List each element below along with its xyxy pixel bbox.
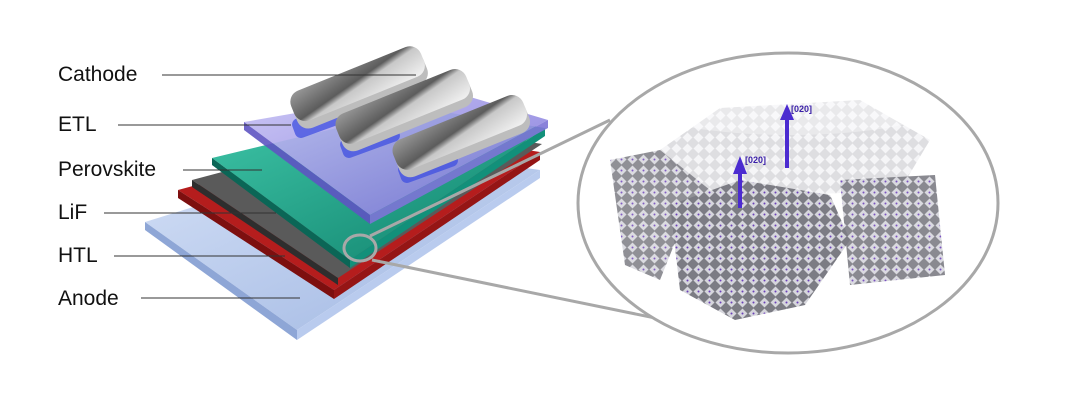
lif-layer-edge (192, 180, 338, 285)
leader-lines (104, 74, 416, 299)
crystal-grain-left (610, 150, 710, 280)
orientation-arrow-upper (780, 104, 794, 168)
perovskite-label: Perovskite (58, 158, 157, 181)
orientation-label-upper: [020] (791, 104, 812, 114)
anode-label: Anode (58, 287, 119, 310)
crystal-grain-right (840, 175, 945, 285)
orientation-arrow-lower (733, 156, 747, 208)
orientation-label-lower: [020] (745, 155, 766, 165)
layer-stack (145, 46, 548, 340)
cathode-electrodes (290, 46, 531, 178)
anode-layer-side (297, 170, 540, 340)
zoom-source-circle (342, 233, 378, 263)
crystal-grain-back (660, 100, 930, 200)
zoom-connector-lower (371, 258, 666, 322)
htl-layer-edge (178, 190, 334, 299)
crystal-grain-center (670, 180, 850, 320)
perovskite-layer-edge (212, 158, 350, 268)
zoom-lens-outline (576, 51, 1000, 355)
etl-layer-edge (244, 122, 370, 224)
zoom-connector-upper (369, 118, 611, 238)
crystal-grains (610, 55, 960, 320)
cathode-bar (335, 69, 474, 152)
lif-label: LiF (58, 201, 88, 224)
zoom-callout: [020] [020] (342, 51, 1000, 355)
cathode-label: Cathode (58, 63, 138, 86)
cathode-bar (290, 46, 428, 129)
cathode-bar (392, 95, 531, 178)
anode-layer-edge (145, 222, 297, 340)
htl-label: HTL (58, 244, 98, 267)
etl-layer-side (370, 120, 548, 224)
etl-label: ETL (58, 113, 97, 136)
